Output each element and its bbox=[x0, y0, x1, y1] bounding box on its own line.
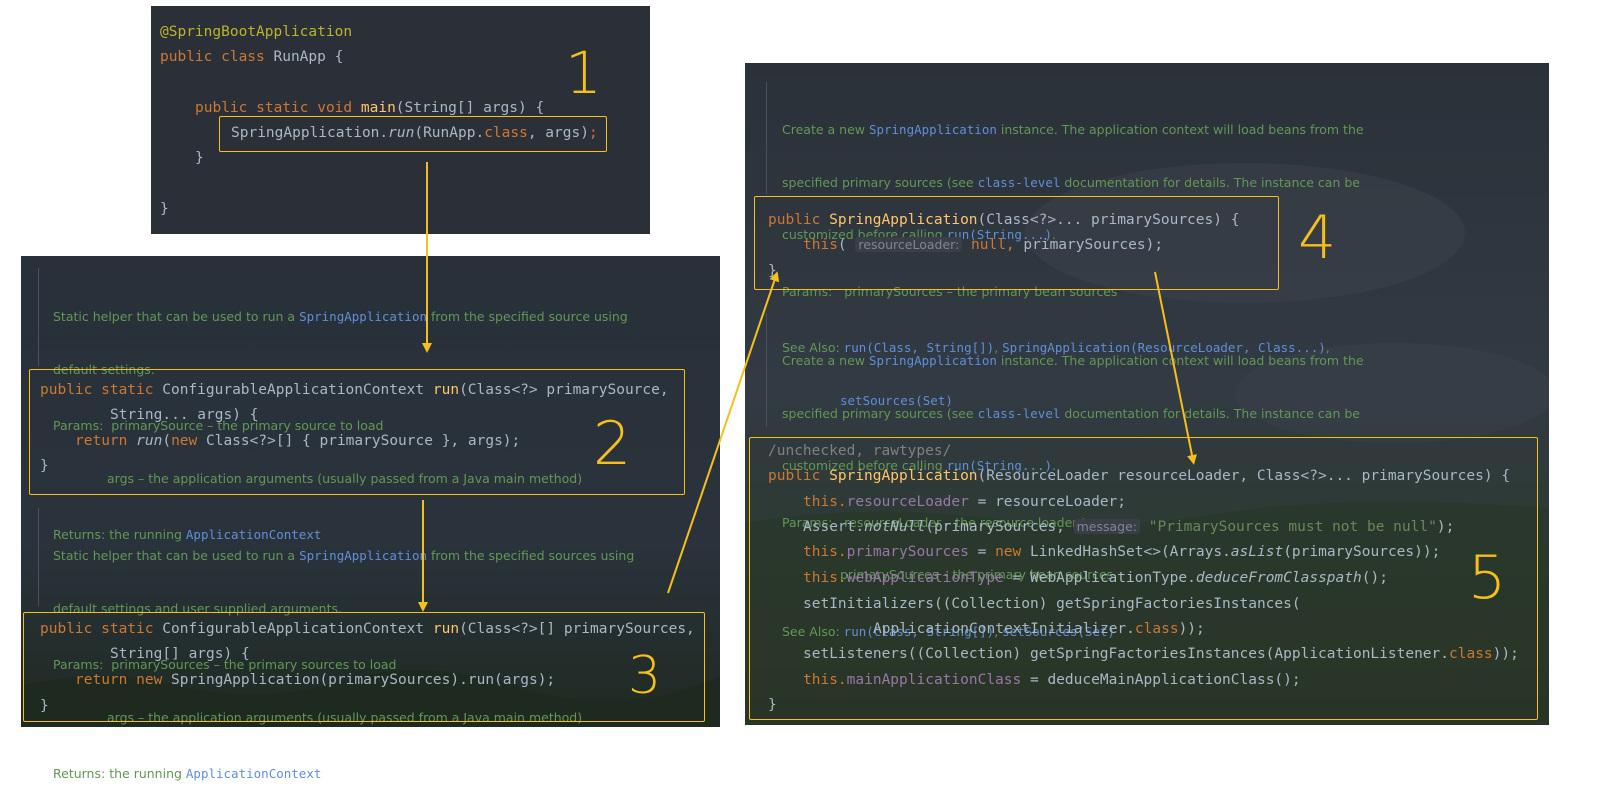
code-line-run-call: SpringApplication.run(RunApp.class, args… bbox=[231, 125, 598, 141]
javadoc-run-single: Static helper that can be used to run a … bbox=[53, 309, 628, 542]
code-line-main-decl: public static void main(String[] args) { bbox=[195, 100, 545, 116]
code-line-close-class: } bbox=[160, 201, 169, 217]
javadoc-run-multi: Static helper that can be used to run a … bbox=[53, 548, 635, 781]
javadoc-constructor-2: Create a new SpringApplication instance.… bbox=[782, 353, 1364, 639]
step-number-1: 1 bbox=[565, 39, 602, 107]
step-number-4: 4 bbox=[1298, 203, 1337, 273]
step-number-5: 5 bbox=[1468, 543, 1507, 613]
highlight-box-1 bbox=[219, 116, 607, 152]
code-line-close-main: } bbox=[195, 150, 204, 166]
code-line-class-decl: public class RunApp { bbox=[160, 49, 344, 65]
step-number-2: 2 bbox=[593, 409, 632, 479]
code-line-annotation: @SpringBootApplication bbox=[160, 24, 353, 40]
highlight-box-3 bbox=[23, 612, 705, 722]
code-panel-runapp: @SpringBootApplication public class RunA… bbox=[151, 6, 650, 234]
step-number-3: 3 bbox=[628, 646, 662, 706]
javadoc-constructor-1: Create a new SpringApplication instance.… bbox=[782, 122, 1364, 408]
highlight-box-4 bbox=[754, 196, 1279, 290]
